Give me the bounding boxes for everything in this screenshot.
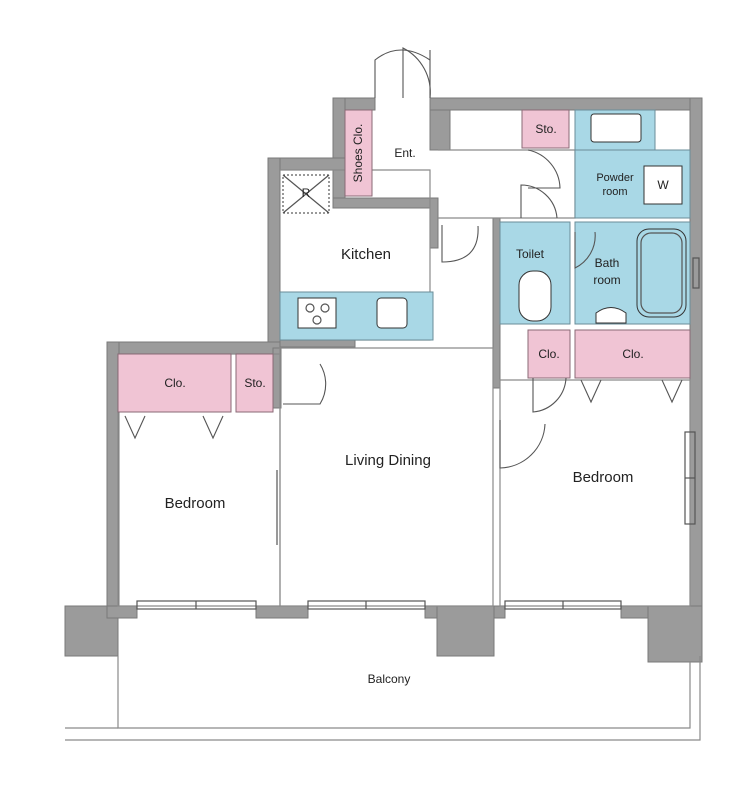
label-entrance: Ent. <box>394 146 415 160</box>
closet-right-large <box>574 329 691 379</box>
label-living-dining: Living Dining <box>345 452 431 469</box>
wall-bottom-left <box>106 605 138 619</box>
label-kitchen: Kitchen <box>341 246 391 263</box>
washer-box <box>643 165 683 205</box>
wall-entrance-bottom <box>332 197 431 209</box>
label-bedroom-left: Bedroom <box>165 495 226 512</box>
closets <box>117 109 691 413</box>
storage-top <box>521 109 570 149</box>
storage-left <box>235 353 274 413</box>
wall-int-2 <box>492 217 501 389</box>
labels: Shoes Clo. Ent. Sto. Powder room W R Kit… <box>164 122 669 686</box>
wall-bedroom-left-side <box>106 341 120 609</box>
bath-basin <box>595 307 627 324</box>
wall-kitchen-left <box>267 157 281 349</box>
label-toilet: Toilet <box>516 247 545 261</box>
bedroom-right-door <box>499 420 546 469</box>
kitchen-sink <box>376 297 408 329</box>
label-powder-room-1: Powder <box>596 172 634 184</box>
wall-bedroom-left-top <box>106 341 281 355</box>
closet-left <box>117 353 232 413</box>
closet-right-small <box>527 329 571 379</box>
shoes-closet <box>344 109 373 197</box>
wall-top-right <box>429 97 701 111</box>
label-storage-left: Sto. <box>244 376 265 390</box>
label-shoes-closet: Shoes Clo. <box>351 124 365 183</box>
hall-door <box>441 225 479 263</box>
storage-left-door <box>283 363 327 405</box>
bathtub <box>636 228 687 318</box>
closet-small-door <box>532 377 567 413</box>
bath-door <box>574 231 596 269</box>
label-closet-left: Clo. <box>164 376 185 390</box>
toilet-door <box>520 184 558 219</box>
label-bathroom-1: Bath <box>595 256 620 270</box>
toilet-fixture <box>518 270 552 322</box>
wall-hall-post <box>429 109 451 151</box>
label-bedroom-right: Bedroom <box>573 469 634 486</box>
label-powder-room-2: room <box>602 186 627 198</box>
wall-right <box>689 97 703 659</box>
label-bathroom-2: room <box>593 273 620 287</box>
storage-door <box>527 149 561 189</box>
doors <box>124 47 700 610</box>
fixtures <box>282 113 687 329</box>
powder-sink-basin <box>590 113 642 143</box>
label-closet-right-large: Clo. <box>622 347 643 361</box>
wall-int-3 <box>279 339 356 348</box>
label-closet-right-small: Clo. <box>538 347 559 361</box>
wall-bottom-seg1 <box>255 605 309 619</box>
label-refrigerator: R <box>302 186 311 200</box>
stove <box>297 297 337 329</box>
label-balcony: Balcony <box>368 672 411 686</box>
label-storage-top: Sto. <box>535 122 556 136</box>
wall-bottom-mid-block <box>436 605 495 657</box>
label-washer: W <box>657 178 669 192</box>
wall-bottom-right-block <box>647 605 703 663</box>
wall-hall-post2 <box>429 197 439 249</box>
wall-entrance-left <box>332 97 346 207</box>
balcony-outline <box>65 656 701 741</box>
